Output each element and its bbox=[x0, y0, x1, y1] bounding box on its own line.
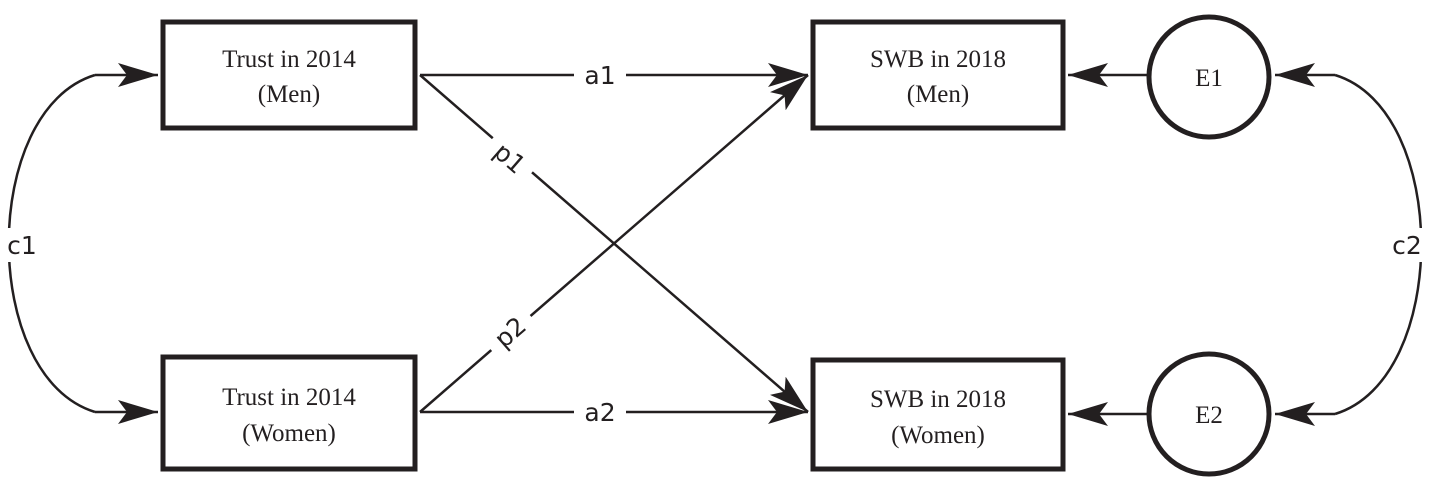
node-swb-women: SWB in 2018 (Women) bbox=[810, 357, 1066, 472]
node-swb-men: SWB in 2018 (Men) bbox=[810, 19, 1066, 131]
label-c2-text: c2 bbox=[1392, 231, 1422, 260]
path-p2-arrow bbox=[419, 74, 809, 413]
node-trust-men-line2: (Men) bbox=[258, 81, 320, 108]
label-c1: c1 bbox=[4, 228, 44, 262]
node-trust-men-line1: Trust in 2014 bbox=[222, 46, 356, 73]
label-a1-text: a1 bbox=[584, 61, 615, 90]
node-trust-women: Trust in 2014 (Women) bbox=[160, 354, 418, 472]
node-e1: E1 bbox=[1146, 14, 1272, 140]
label-a1: a1 bbox=[574, 58, 626, 92]
node-trust-women-line1: Trust in 2014 bbox=[222, 384, 356, 411]
node-swb-women-line1: SWB in 2018 bbox=[870, 386, 1006, 413]
node-swb-men-line2: (Men) bbox=[907, 81, 969, 108]
node-swb-men-line1: SWB in 2018 bbox=[870, 46, 1006, 73]
node-trust-women-line2: (Women) bbox=[242, 420, 336, 447]
label-c2: c2 bbox=[1387, 228, 1427, 262]
node-trust-men: Trust in 2014 (Men) bbox=[160, 19, 418, 131]
node-e2-label: E2 bbox=[1195, 402, 1223, 429]
label-a2-text: a2 bbox=[584, 398, 615, 427]
label-p1: p1 bbox=[479, 128, 541, 188]
node-e1-label: E1 bbox=[1195, 65, 1223, 92]
label-c1-text: c1 bbox=[7, 231, 37, 260]
node-e2: E2 bbox=[1146, 351, 1272, 477]
label-a2: a2 bbox=[574, 395, 626, 429]
node-swb-women-line2: (Women) bbox=[891, 422, 985, 449]
